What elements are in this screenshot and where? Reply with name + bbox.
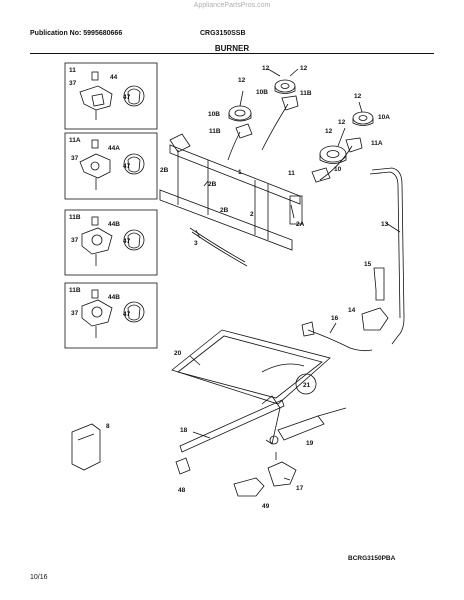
callout-49: 49 (262, 503, 270, 510)
callout-11a: 11A (371, 140, 383, 147)
callout-12: 12 (300, 65, 308, 72)
inset-label: 44 (110, 74, 118, 81)
tube-16-fitting (301, 321, 315, 337)
header-rule (30, 53, 434, 54)
callout-labels: 11 37 44 47 11A 37 44A 47 11B 37 44B 47 … (69, 65, 390, 510)
inset-label: 44B (108, 294, 120, 301)
broil-burner-18 (179, 399, 285, 453)
burner-base-11a (345, 137, 363, 153)
igniter-19 (277, 415, 325, 441)
burner-base-11b-left (235, 123, 253, 139)
callout-12: 12 (354, 93, 362, 100)
inset-label: 11A (69, 137, 81, 144)
burner-head-10 (319, 145, 347, 164)
valve-17 (267, 461, 297, 487)
inset-label: 44B (108, 221, 120, 228)
part-48 (175, 457, 191, 475)
callout-17: 17 (296, 485, 304, 492)
callout-18: 18 (180, 427, 188, 434)
inset-label: 37 (71, 237, 79, 244)
callout-16: 16 (331, 315, 339, 322)
inset-11a (64, 132, 158, 200)
inset-label: 11 (69, 67, 76, 74)
manifold-assembly (159, 133, 303, 267)
callout-14: 14 (348, 307, 356, 314)
inset-label: 47 (123, 238, 131, 245)
burner-tube-11b (261, 103, 289, 151)
gas-line-13-inner (369, 171, 401, 319)
part-49 (233, 477, 265, 497)
inset-label: 37 (71, 310, 79, 317)
callout-19: 19 (306, 440, 314, 447)
callout-2b: 2B (220, 207, 229, 214)
callout-2: 2 (250, 211, 254, 218)
regulator-14 (361, 307, 389, 331)
tube-16 (307, 329, 373, 352)
inset-label: 47 (123, 163, 131, 170)
callout-13: 13 (381, 221, 389, 228)
inset-11b-1 (64, 209, 158, 276)
callout-12: 12 (325, 128, 333, 135)
burner-tube-11b-left (227, 131, 241, 161)
callout-8: 8 (106, 423, 110, 430)
callout-2b: 2B (160, 167, 169, 174)
bracket-15 (373, 267, 385, 301)
burner-head-10b-left (228, 105, 252, 122)
inset-label: 44A (108, 145, 120, 152)
gas-line-13 (371, 167, 405, 345)
callout-48: 48 (178, 487, 186, 494)
callout-11: 11 (288, 170, 295, 177)
callout-10b: 10B (256, 89, 268, 96)
publication-number: Publication No: 5995680666 (30, 30, 123, 37)
burner-head-10a (352, 111, 374, 126)
inset-label: 37 (69, 80, 77, 87)
burner-base-11b (281, 95, 299, 111)
burner-box-20 (171, 329, 331, 405)
callout-circle-21 (295, 373, 317, 395)
burner-tube-11a (319, 145, 353, 181)
inset-label: 11B (69, 287, 81, 294)
callout-2b: 2B (208, 181, 217, 188)
inset-label: 11B (69, 214, 81, 221)
callout-12: 12 (262, 65, 270, 72)
inset-label: 47 (123, 311, 131, 318)
inset-11 (64, 62, 158, 130)
callout-11b: 11B (209, 128, 221, 135)
burner-base-11 (311, 167, 331, 183)
page-title: BURNER (214, 44, 250, 53)
callout-10a: 10A (378, 114, 390, 121)
callout-10: 10 (334, 166, 342, 173)
callout-3: 3 (194, 240, 198, 247)
callout-21: 21 (303, 382, 311, 389)
part-8 (71, 423, 101, 471)
model-number: CRG3150SSB (200, 30, 246, 37)
callout-20: 20 (174, 350, 182, 357)
inset-label: 47 (123, 94, 131, 101)
callout-2a: 2A (296, 221, 305, 228)
burner-head-10b-top (274, 79, 296, 94)
callout-12: 12 (238, 77, 246, 84)
diagram-code: BCRG3150PBA (348, 555, 396, 562)
callout-11b: 11B (300, 90, 312, 97)
inset-11b-2 (64, 282, 158, 349)
callout-15: 15 (364, 261, 372, 268)
callout-10b: 10B (208, 111, 220, 118)
callout-1: 1 (238, 169, 242, 176)
inset-label: 37 (71, 155, 79, 162)
burner-bracket (261, 395, 281, 445)
watermark: AppliancePartsPros.com (193, 2, 271, 9)
page-number: 10/16 (30, 574, 48, 581)
callout-12: 12 (338, 119, 346, 126)
